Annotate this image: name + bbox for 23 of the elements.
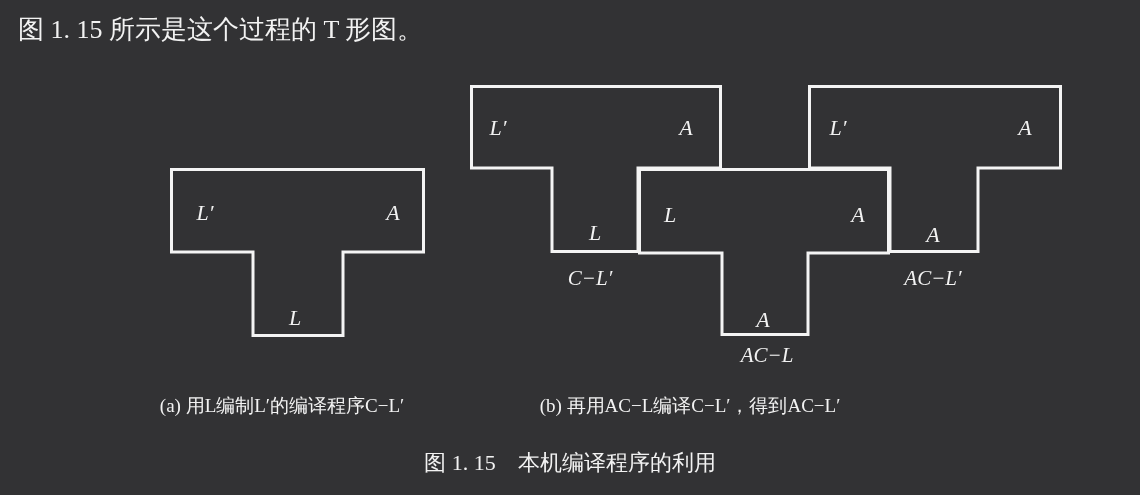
language-label: A xyxy=(386,200,400,226)
t-diagram xyxy=(170,168,425,337)
t-diagram xyxy=(470,85,722,253)
t-diagram xyxy=(808,85,1062,253)
compiler-name: AC−L′ xyxy=(904,265,962,291)
compiler-name: AC−L xyxy=(740,342,794,368)
language-label: A xyxy=(756,307,770,333)
language-label: L xyxy=(663,202,677,228)
language-label: L xyxy=(288,305,302,331)
subfigure-caption: (a) 用L编制L′的编译程序C−L′ xyxy=(159,394,405,418)
figure-caption: 图 1. 15 本机编译程序的利用 xyxy=(424,449,716,477)
language-label: L xyxy=(588,220,602,246)
language-label: A xyxy=(851,202,865,228)
language-label: L′ xyxy=(829,115,847,141)
t-diagram xyxy=(638,168,890,336)
compiler-name: C−L′ xyxy=(567,265,613,291)
intro-text: 图 1. 15 所示是这个过程的 T 形图。 xyxy=(18,14,424,47)
language-label: A xyxy=(926,222,940,248)
language-label: A xyxy=(679,115,693,141)
language-label: L′ xyxy=(196,200,214,226)
subfigure-caption: (b) 再用AC−L编译C−L′，得到AC−L′ xyxy=(539,394,841,418)
language-label: A xyxy=(1018,115,1032,141)
language-label: L′ xyxy=(489,115,507,141)
